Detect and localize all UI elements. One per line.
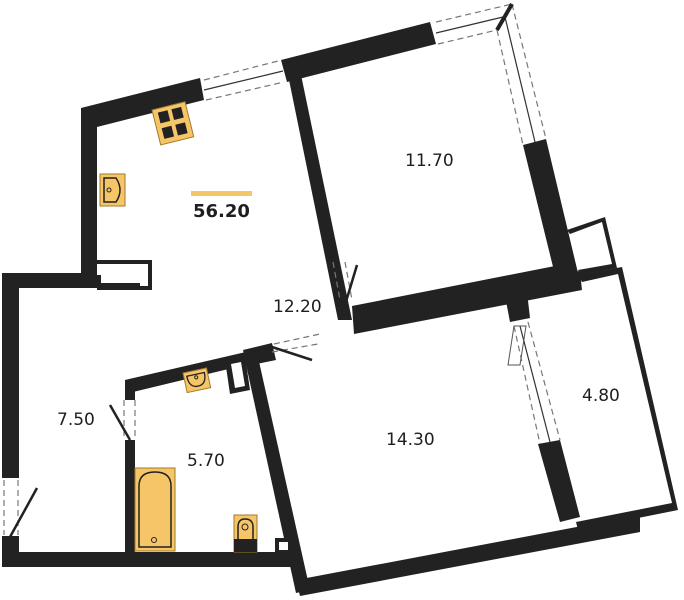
wall-hall-top	[2, 273, 97, 288]
total-area-underline	[191, 191, 252, 196]
bathroom-door	[108, 404, 132, 441]
wall-bedroom-bottom	[296, 515, 640, 596]
wall-middle	[352, 265, 582, 334]
stove-icon	[151, 101, 195, 146]
windows	[3, 3, 561, 535]
wall-top-left	[81, 78, 204, 127]
room-area-label: 4.80	[582, 386, 620, 406]
room-area-label: 14.30	[386, 430, 435, 450]
wall-top-right	[281, 22, 436, 82]
wall-right-upper	[523, 139, 578, 279]
kitchen-sink-icon	[99, 173, 126, 207]
bedroom-door	[271, 345, 313, 362]
room-area-label: 12.20	[273, 297, 322, 317]
doors	[8, 264, 359, 538]
room-door	[343, 264, 359, 306]
wall-balcony-lower	[538, 440, 580, 522]
balcony-door	[507, 325, 527, 366]
wall-bath-right	[245, 357, 310, 593]
bathroom-sink-icon	[182, 367, 212, 394]
wall-partition	[287, 70, 352, 320]
total-area-label: 56.20	[193, 201, 250, 222]
walls	[2, 22, 678, 596]
room-area-label: 11.70	[405, 151, 454, 171]
toilet-icon	[233, 514, 258, 553]
room-area-label: 7.50	[57, 410, 95, 430]
wall-hall-left-upper	[2, 273, 19, 478]
wall-kitchen-left	[81, 108, 97, 280]
entrance-door	[8, 487, 39, 538]
window-corner	[495, 3, 514, 31]
wall-bath-left	[125, 440, 135, 555]
room-area-label: 5.70	[187, 451, 225, 471]
window-panes	[203, 16, 551, 443]
wall-bottom	[2, 552, 298, 567]
bathtub-icon	[134, 467, 176, 552]
